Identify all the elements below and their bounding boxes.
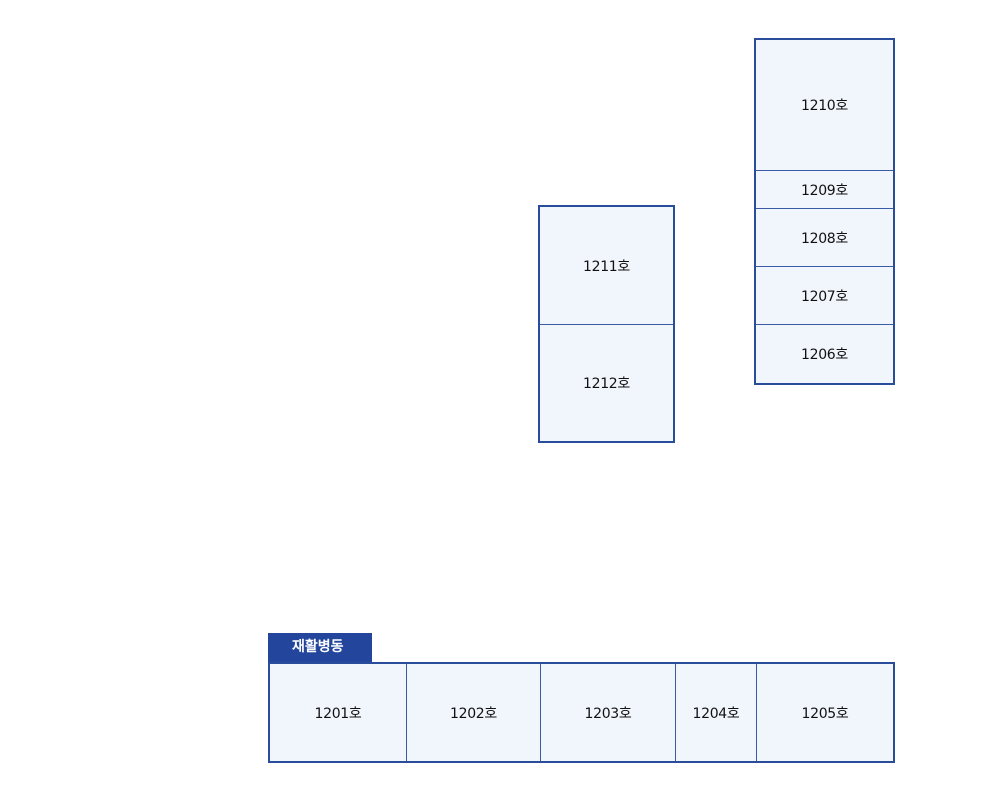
room-1201-label: 1201호: [314, 705, 362, 722]
room-1211[interactable]: 1211호: [540, 207, 673, 324]
room-1204-label: 1204호: [692, 705, 740, 722]
room-1207[interactable]: 1207호: [756, 266, 893, 324]
room-1206[interactable]: 1206호: [756, 324, 893, 383]
room-1204[interactable]: 1204호: [675, 664, 756, 761]
room-1203[interactable]: 1203호: [540, 664, 675, 761]
block-south-wing: 1201호 1202호 1203호 1204호 1205호: [268, 662, 895, 763]
block-central-wing: 1211호 1212호: [538, 205, 675, 443]
ward-label: 재활병동: [292, 639, 344, 655]
room-1206-label: 1206호: [800, 347, 848, 363]
room-1209-label: 1209호: [800, 182, 848, 199]
room-1212[interactable]: 1212호: [540, 324, 673, 441]
ward-label-tag: 재활병동: [268, 633, 372, 662]
block-east-wing: 1210호 1209호 1208호 1207호 1206호: [754, 38, 895, 385]
room-1211-label: 1211호: [582, 258, 630, 275]
room-1208[interactable]: 1208호: [756, 208, 893, 266]
room-1207-label: 1207호: [800, 288, 848, 305]
room-1210-label: 1210호: [800, 98, 848, 114]
room-1202[interactable]: 1202호: [406, 664, 540, 761]
room-1203-label: 1203호: [584, 705, 632, 722]
room-1202-label: 1202호: [449, 705, 497, 722]
room-1205-label: 1205호: [801, 705, 849, 722]
room-1208-label: 1208호: [800, 230, 848, 247]
room-1212-label: 1212호: [582, 376, 630, 392]
room-1201[interactable]: 1201호: [270, 664, 406, 761]
room-1209[interactable]: 1209호: [756, 170, 893, 208]
room-1205[interactable]: 1205호: [756, 664, 893, 761]
room-1210[interactable]: 1210호: [756, 40, 893, 170]
